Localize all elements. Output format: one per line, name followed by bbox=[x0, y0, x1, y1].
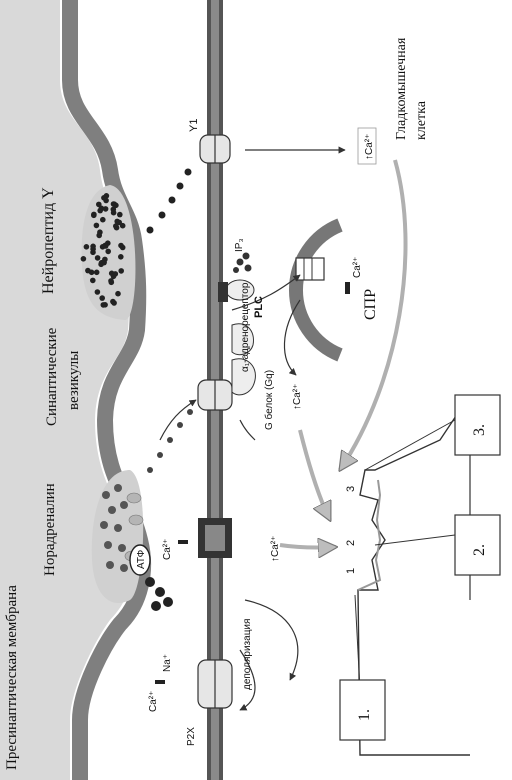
ca2-rise-label-1: ↑Ca²⁺ bbox=[270, 536, 281, 562]
p2x-channel bbox=[155, 659, 233, 709]
npy-particle bbox=[96, 201, 102, 208]
npy-particle bbox=[91, 211, 97, 218]
neuropeptide-y-label: Нейропептид Y bbox=[40, 187, 57, 294]
atp-release: АТФ bbox=[129, 544, 173, 611]
npy-particle bbox=[102, 206, 109, 212]
ca2-rise-label-3: ↑Ca²⁺ bbox=[364, 134, 375, 160]
trace-label-1: 1 bbox=[345, 568, 357, 574]
ca2-rise-label-2: ↑Ca²⁺ bbox=[292, 384, 303, 410]
callout-box-1-label: 1. bbox=[356, 709, 373, 721]
callout-box-3-label: 3. bbox=[471, 424, 488, 436]
g-protein bbox=[231, 323, 256, 396]
presynaptic-membrane-band bbox=[62, 0, 151, 780]
npy-particle bbox=[99, 295, 105, 301]
ip3-label: IP₃ bbox=[234, 238, 245, 252]
npy-particle bbox=[110, 206, 117, 213]
ca-channel bbox=[178, 518, 232, 558]
atp-oval bbox=[129, 544, 151, 576]
alpha1-label: α₁-адренорецептор bbox=[240, 282, 251, 372]
na-top-label: Na⁺ bbox=[162, 654, 173, 672]
npy-particle bbox=[101, 259, 107, 266]
npy-particle bbox=[118, 268, 124, 274]
npy-particle bbox=[93, 269, 100, 276]
plc-label: PLC bbox=[253, 296, 265, 318]
trace-pointer-arrows bbox=[279, 159, 408, 548]
npy-particle bbox=[113, 202, 119, 209]
npy-particle bbox=[102, 302, 108, 308]
npy-particle bbox=[114, 218, 120, 225]
noradrenaline-label: Норадреналин bbox=[42, 483, 58, 576]
p2x-label: P2X bbox=[186, 727, 197, 746]
smooth-muscle-label-2: клетка bbox=[414, 101, 429, 140]
npy-particle bbox=[113, 223, 119, 229]
npy-particle bbox=[101, 195, 107, 201]
npy-particle bbox=[119, 244, 126, 251]
ca2-rise-box bbox=[357, 127, 377, 165]
npy-particle bbox=[94, 255, 101, 261]
trace-label-3: 3 bbox=[345, 486, 357, 492]
callout-box-1 bbox=[339, 679, 386, 741]
released-neuropeptide bbox=[146, 168, 192, 234]
ca2-channel-label: Ca²⁺ bbox=[162, 539, 173, 560]
npy-particle bbox=[110, 298, 116, 305]
presynaptic-membrane-label: Пресинаптическая мембрана bbox=[4, 585, 20, 770]
synaptic-vesicles-label-2: везикулы bbox=[66, 350, 82, 410]
npy-particle bbox=[90, 277, 96, 284]
npy-particle bbox=[80, 255, 87, 262]
callout-box-3 bbox=[454, 394, 501, 456]
neuropeptide-y-particles bbox=[80, 193, 126, 308]
npy-particle bbox=[94, 289, 101, 295]
y1-receptor bbox=[199, 134, 231, 164]
smooth-muscle-label-1: Гладкомышечная bbox=[394, 37, 409, 140]
npy-particle bbox=[100, 216, 106, 223]
callout-box-2-label: 2. bbox=[471, 544, 488, 556]
npy-particle bbox=[97, 229, 103, 235]
ip3-molecule bbox=[233, 252, 252, 273]
npy-particle bbox=[97, 207, 103, 214]
alpha1-receptor bbox=[197, 379, 233, 411]
spr-label: СПР bbox=[362, 289, 379, 320]
plc-enzyme bbox=[218, 279, 255, 302]
npy-particle bbox=[90, 246, 96, 252]
atp-label: АТФ bbox=[136, 549, 147, 569]
depolarization-label: деполяризация bbox=[242, 619, 253, 690]
npy-particle bbox=[118, 253, 124, 260]
y1-label: Y1 bbox=[188, 119, 200, 132]
g-protein-label: G белок (Gq) bbox=[263, 370, 275, 430]
na-pocket-cavity bbox=[91, 470, 144, 604]
npy-particle bbox=[93, 222, 100, 229]
npy-particle bbox=[88, 269, 95, 276]
npy-particle bbox=[108, 278, 114, 284]
npy-particle bbox=[105, 248, 111, 255]
released-noradrenaline bbox=[147, 409, 193, 473]
npy-particle bbox=[115, 290, 121, 297]
signal-arrows bbox=[159, 146, 346, 711]
ca2-top-label: Ca²⁺ bbox=[148, 691, 159, 712]
trace-label-2: 2 bbox=[345, 540, 357, 546]
callout-pointers bbox=[354, 419, 456, 691]
npy-particle bbox=[119, 222, 126, 229]
spr-organelle bbox=[288, 218, 350, 362]
npy-particle bbox=[117, 211, 123, 218]
npy-particle bbox=[99, 244, 106, 250]
ca2-spr-label: Ca²⁺ bbox=[352, 257, 363, 278]
npy-particle bbox=[83, 244, 90, 250]
callout-box-2 bbox=[454, 514, 501, 576]
npy-particle bbox=[110, 273, 117, 280]
synaptic-vesicles-label-1: Синаптические bbox=[44, 327, 60, 426]
